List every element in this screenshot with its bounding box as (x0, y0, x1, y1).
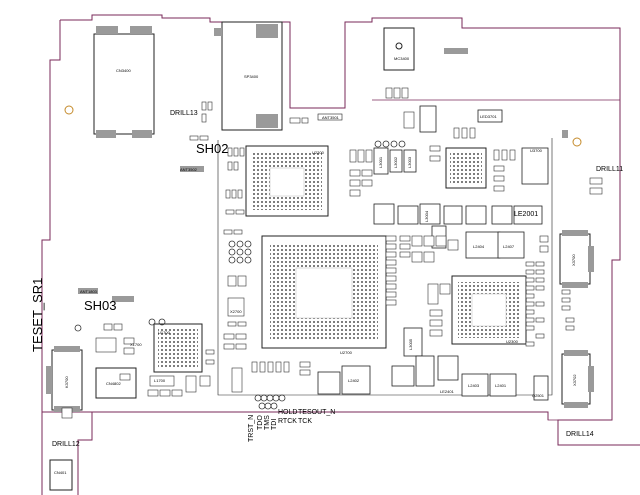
label-drill13: DRILL13 (170, 110, 198, 117)
label-rtck: RTCK (278, 418, 297, 425)
label-sh02: SH02 (196, 141, 229, 156)
cn3400-body (93, 33, 155, 135)
label-hold: HOLD (278, 409, 298, 416)
u2700-inner (295, 267, 353, 319)
label-teset-sr1: TESET_SR1 (30, 277, 45, 352)
cn3400-pad-bl (96, 130, 116, 138)
label-led3701: LED3701 (480, 114, 497, 119)
drill-hole-right (572, 137, 582, 147)
cn3400-pad-br (132, 130, 152, 138)
label-l3003: L3003 (407, 156, 412, 168)
mc3400-port (395, 42, 403, 50)
x3700-connector (559, 230, 594, 288)
label-ant1803: ANT1803 (80, 289, 97, 294)
label-l1700: L1700 (154, 378, 166, 383)
label-l2407: L2407 (503, 244, 515, 249)
label-drill14: DRILL14 (566, 431, 594, 438)
label-u3700: U3700 (530, 148, 542, 153)
sp3400-pad-t (256, 24, 278, 38)
label-x3700: X3700 (571, 254, 576, 266)
cn401-body (49, 459, 73, 491)
cn3400-pad-tr (130, 26, 152, 34)
label-ant3502: ANT3502 (180, 167, 197, 172)
cn3400-pad-tl (96, 26, 118, 34)
u2500-ball-grid (450, 152, 482, 184)
label-drill12: DRILL12 (52, 441, 80, 448)
cn4802-body (95, 367, 137, 399)
label-le2401: LE2401 (440, 389, 454, 394)
led3701-body (477, 109, 503, 123)
power-inductors (317, 105, 549, 401)
sp3400-pad-b (256, 114, 278, 128)
label-l3001: L3001 (378, 156, 383, 168)
label-tms: TMS (264, 415, 271, 430)
mc3400-body (383, 27, 415, 71)
sp3400-body (221, 21, 283, 131)
label-sp3400: SP3400 (244, 74, 259, 79)
label-tdi: TDI (271, 418, 278, 430)
label-l2403: L2403 (468, 383, 480, 388)
label-tck: TCK (298, 418, 312, 425)
label-drill11: DRILL11 (596, 166, 624, 173)
u1700-ball-grid (158, 328, 198, 368)
u2300-inner (471, 293, 507, 327)
label-u2700: U2700 (340, 350, 352, 355)
label-q2501: Q2501 (532, 393, 545, 398)
drill-hole-left (64, 105, 74, 115)
label-x3702: X3702 (572, 374, 577, 386)
label-k3700: K3700 (64, 376, 69, 388)
label-x2700: X2700 (230, 309, 242, 314)
board-edge-right (547, 412, 558, 421)
label-x1700: X1700 (130, 342, 142, 347)
label-trst: TRST_N (248, 414, 255, 442)
x3702-connector (561, 350, 594, 408)
passive-components (61, 87, 603, 419)
u2200-inner (269, 167, 305, 197)
label-l2402: L2402 (348, 378, 360, 383)
label-mc3400: MC3400 (394, 56, 410, 61)
label-cn4802: CN4802 (106, 381, 121, 386)
label-u2300: U2300 (506, 339, 518, 344)
label-cn3400: CN3400 (116, 68, 131, 73)
component-region-frame (217, 138, 553, 396)
grey-pads (78, 28, 568, 302)
label-ant3501: ANT3501 (322, 115, 339, 120)
label-l2404: L2404 (473, 244, 485, 249)
label-l3004: L3004 (424, 210, 429, 222)
label-tesout: TESOUT_N (298, 409, 336, 416)
ant3501-pad (317, 113, 343, 121)
label-l2401: L2401 (495, 383, 507, 388)
label-u1700: U1700 (158, 330, 170, 335)
label-le2001: LE2001 (514, 211, 539, 218)
label-l3005: L3005 (408, 338, 413, 350)
label-cn401: CN401 (54, 470, 67, 475)
label-u2200: U2200 (312, 150, 324, 155)
label-l3002: L3002 (393, 156, 398, 168)
via-rings (74, 140, 406, 410)
board-outline (41, 14, 640, 495)
label-sh03: SH03 (84, 298, 117, 313)
label-tdo: TDO (257, 415, 264, 430)
